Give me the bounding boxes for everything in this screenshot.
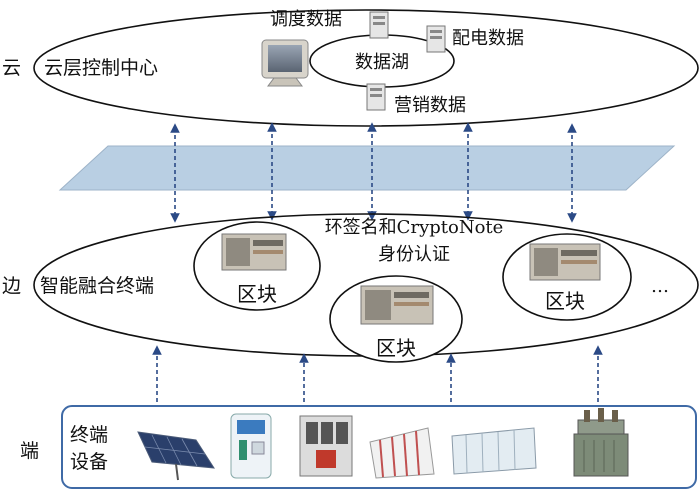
terminal-device-icon: [529, 243, 601, 281]
distribution-data-label: 配电数据: [452, 28, 524, 49]
more-blocks-ellipsis: …: [651, 276, 669, 297]
computer-icon: [261, 39, 309, 87]
dispatch-data-label: 调度数据: [270, 9, 342, 30]
end-side-label: 端: [20, 440, 39, 462]
solar-panel-icon: [137, 431, 215, 481]
energy-storage-container-icon: [451, 427, 537, 475]
auth-label-line1: 环签名和CryptoNote: [325, 217, 504, 238]
auth-label-line2: 身份认证: [378, 244, 450, 265]
server-icon: [366, 83, 386, 111]
battery-cabinet-icon: [369, 427, 435, 479]
edge-end-arrows: [152, 345, 603, 402]
transformer-icon: [573, 408, 629, 477]
server-icon: [426, 25, 446, 53]
edge-side-label: 边: [2, 275, 21, 297]
block-label: 区块: [376, 336, 416, 360]
charging-pile-icon: [230, 413, 272, 479]
cloud-layer-title: 云层控制中心: [44, 57, 158, 79]
cloud-edge-arrows: [170, 122, 577, 223]
cloud-side-label: 云: [2, 57, 21, 79]
circuit-breaker-icon: [299, 415, 353, 477]
marketing-data-label: 营销数据: [394, 95, 466, 116]
terminal-device-icon: [360, 285, 434, 325]
server-icon: [369, 11, 389, 39]
end-title-line1: 终端: [70, 424, 108, 446]
terminal-device-icon: [221, 233, 287, 271]
edge-layer-title: 智能融合终端: [40, 275, 154, 297]
block-label: 区块: [237, 282, 277, 306]
block-label: 区块: [545, 289, 585, 313]
end-title-line2: 设备: [70, 451, 108, 473]
data-lake-label: 数据湖: [355, 52, 409, 73]
network-band: [58, 145, 676, 191]
